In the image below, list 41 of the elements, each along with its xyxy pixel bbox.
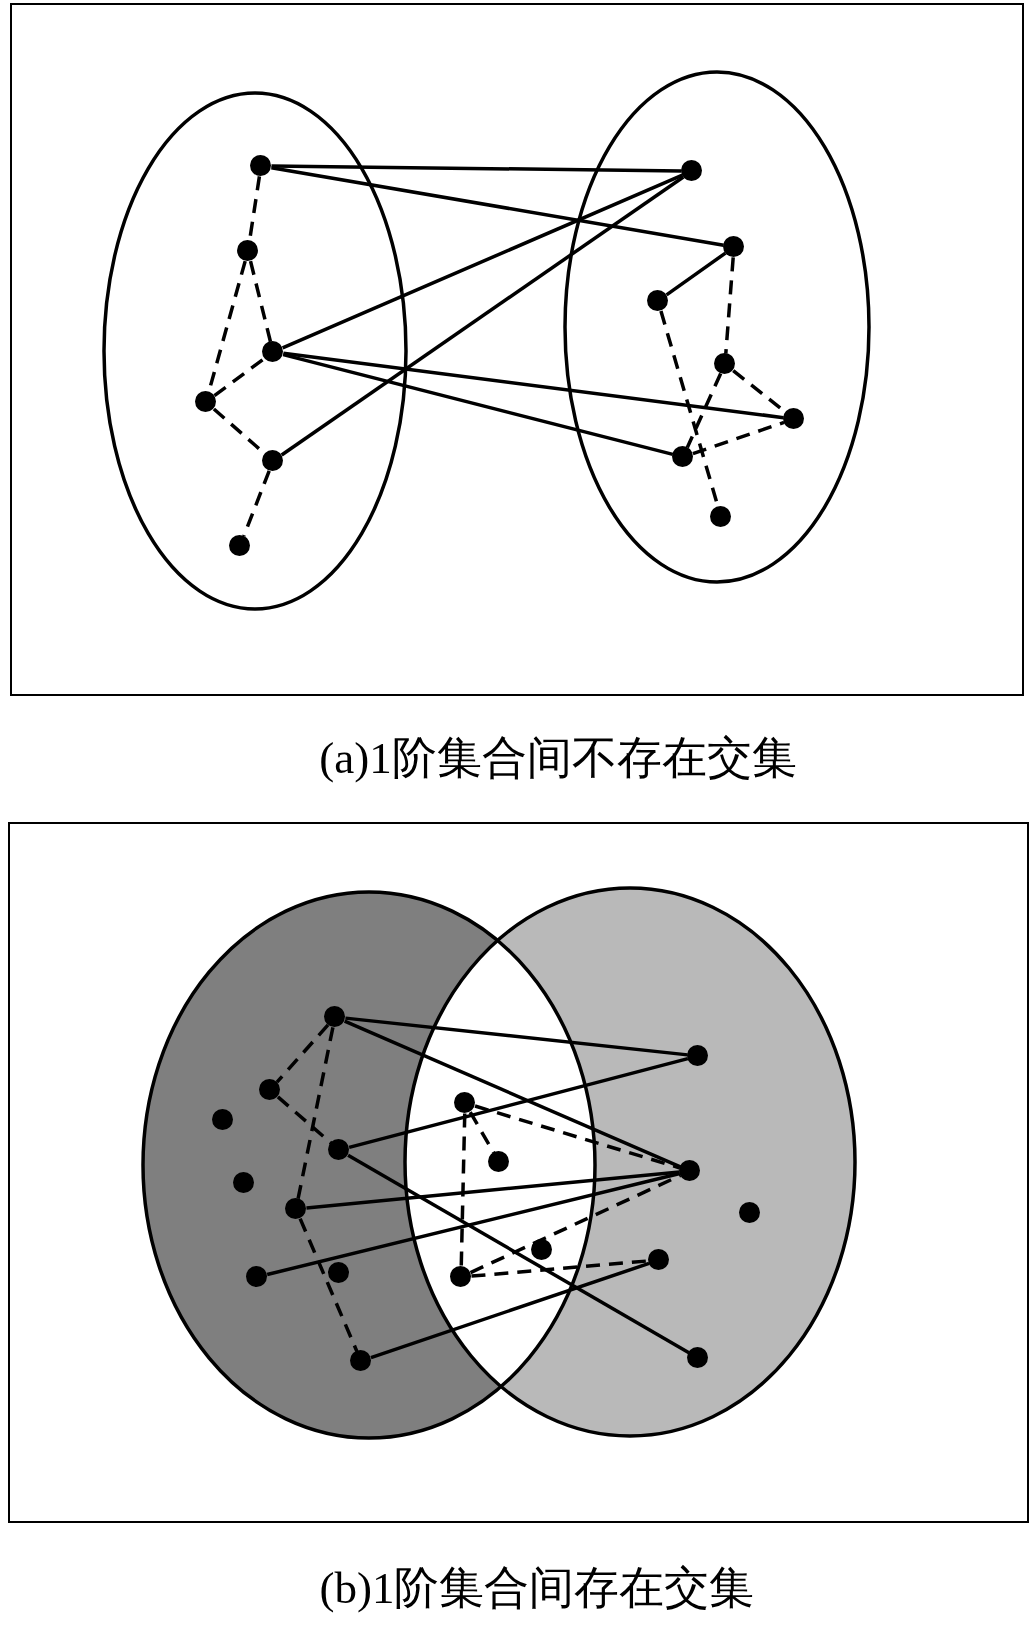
graph-edge [283, 351, 784, 420]
graph-vertex [681, 160, 702, 181]
graph-edge [345, 1016, 688, 1057]
dashed-edge [685, 372, 723, 449]
dashed-edge [242, 470, 271, 537]
dashed-edge [724, 257, 735, 354]
graph-vertex [250, 155, 271, 176]
graph-vertex [262, 450, 283, 471]
graph-vertex [783, 408, 804, 429]
panel-caption: (b)1阶集合间存在交集 [319, 1564, 755, 1614]
graph-vertex [714, 353, 735, 374]
graph-edge [306, 1170, 680, 1210]
graph-edge [282, 352, 674, 457]
graph-vertex [723, 236, 744, 257]
graph-edge [281, 173, 684, 350]
graph-vertex [237, 240, 258, 261]
graph-vertex [647, 290, 668, 311]
graph-vertex [229, 535, 250, 556]
dashed-edge [474, 1104, 681, 1170]
graph-edge [348, 1056, 689, 1150]
panel-caption: (a)1阶集合间不存在交集 [319, 734, 797, 784]
dashed-edge [213, 356, 266, 398]
dashed-edge [248, 260, 273, 343]
dashed-edge [471, 1259, 649, 1278]
graph-edge [271, 164, 682, 173]
graph-edge [665, 251, 727, 297]
graph-edge [271, 166, 724, 247]
dashed-edge [459, 1113, 467, 1267]
graph-edge [343, 1019, 682, 1169]
dashed-edge [692, 420, 785, 456]
graph-edge [347, 1153, 690, 1355]
graph-vertex [672, 446, 693, 467]
graph-edge [280, 175, 685, 457]
dashed-edge [296, 1026, 335, 1200]
graph-edge [266, 1171, 681, 1277]
dashed-edge [298, 1217, 359, 1353]
graph-vertex [195, 391, 216, 412]
graph-vertex [710, 506, 731, 527]
graph-vertex [262, 341, 283, 362]
dashed-edge [275, 1023, 330, 1084]
graph-edge [370, 1261, 650, 1360]
